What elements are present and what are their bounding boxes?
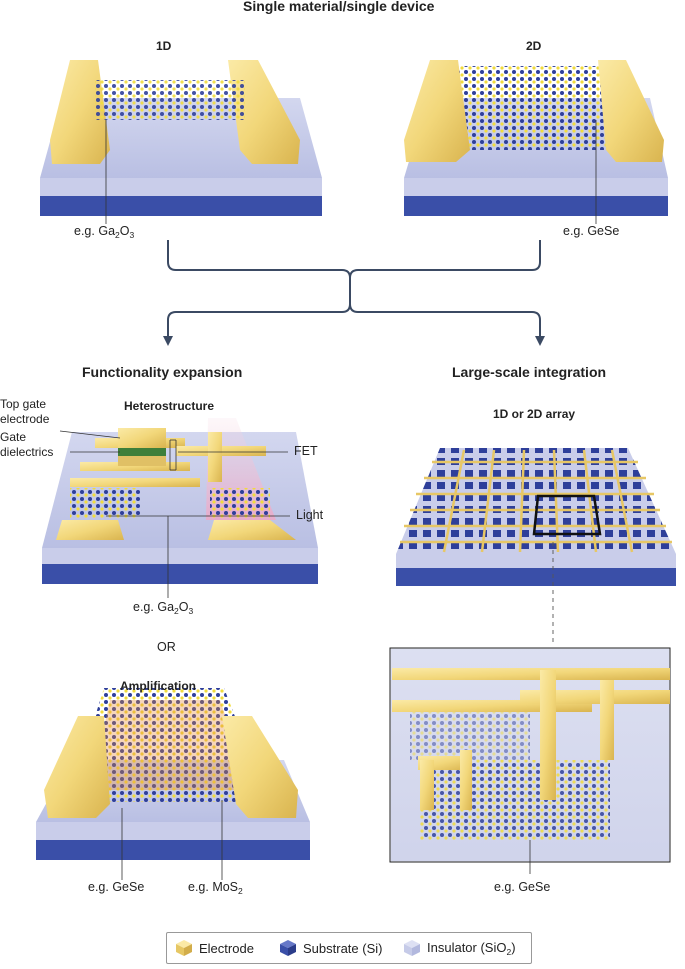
- device-functionality: [42, 418, 318, 584]
- insulator-side: [40, 178, 322, 196]
- legend-electrode: Electrode: [175, 939, 254, 957]
- substrate-block: [40, 196, 322, 216]
- flow-arrows: [167, 240, 541, 338]
- insulator-cube-icon: [404, 940, 420, 956]
- nanowire: [95, 80, 245, 120]
- zoom-box: [532, 494, 602, 536]
- title-functionality: Functionality expansion: [82, 364, 243, 380]
- device-array: [396, 448, 676, 586]
- title-heterostructure: Heterostructure: [124, 399, 215, 413]
- title-2d: 2D: [526, 39, 542, 53]
- zoom-inset: [389, 647, 671, 863]
- title-large-scale: Large-scale integration: [452, 364, 607, 380]
- device-2d: [404, 60, 668, 216]
- device-amplification: [36, 688, 310, 860]
- title-amplification: Amplification: [120, 679, 197, 693]
- legend-insulator: Insulator (SiO2): [403, 939, 516, 957]
- label-fet: FET: [294, 444, 318, 458]
- hetero-top: [118, 428, 166, 448]
- title-single-material: Single material/single device: [243, 0, 435, 14]
- fet-sheet: [70, 488, 140, 518]
- hetero-diel: [118, 448, 166, 456]
- arrow-head-right: [535, 336, 545, 346]
- label-ga2o3-top: e.g. Ga2O3: [74, 224, 135, 240]
- electrode-cube-icon: [176, 940, 192, 956]
- arrow-head-left: [163, 336, 173, 346]
- electrode-right: [228, 60, 300, 164]
- legend-substrate: Substrate (Si): [279, 939, 382, 957]
- title-1d: 1D: [156, 39, 172, 53]
- legend: Electrode Substrate (Si) Insulator (SiO2…: [166, 932, 532, 964]
- legend-electrode-label: Electrode: [199, 940, 254, 956]
- title-array: 1D or 2D array: [493, 407, 576, 421]
- 2d-sheet: [432, 66, 636, 150]
- heterostack: [68, 688, 268, 802]
- label-gese-top: e.g. GeSe: [563, 224, 620, 238]
- label-gese-inset: e.g. GeSe: [494, 880, 551, 894]
- substrate-cube-icon: [280, 940, 296, 956]
- label-ga2o3-mid: e.g. Ga2O3: [133, 600, 194, 616]
- label-mos2: e.g. MoS2: [188, 880, 243, 896]
- label-gese-bottom: e.g. GeSe: [88, 880, 145, 894]
- light-sheet: [210, 488, 270, 518]
- label-or: OR: [157, 640, 176, 654]
- label-gate-dielectrics: Gate dielectrics: [0, 430, 54, 459]
- legend-insulator-label: Insulator (SiO2): [427, 939, 516, 957]
- device-1d: [40, 60, 322, 216]
- label-top-gate: Top gate electrode: [0, 397, 50, 426]
- hetero-bottom: [118, 456, 166, 466]
- label-light: Light: [296, 508, 324, 522]
- legend-substrate-label: Substrate (Si): [303, 940, 383, 956]
